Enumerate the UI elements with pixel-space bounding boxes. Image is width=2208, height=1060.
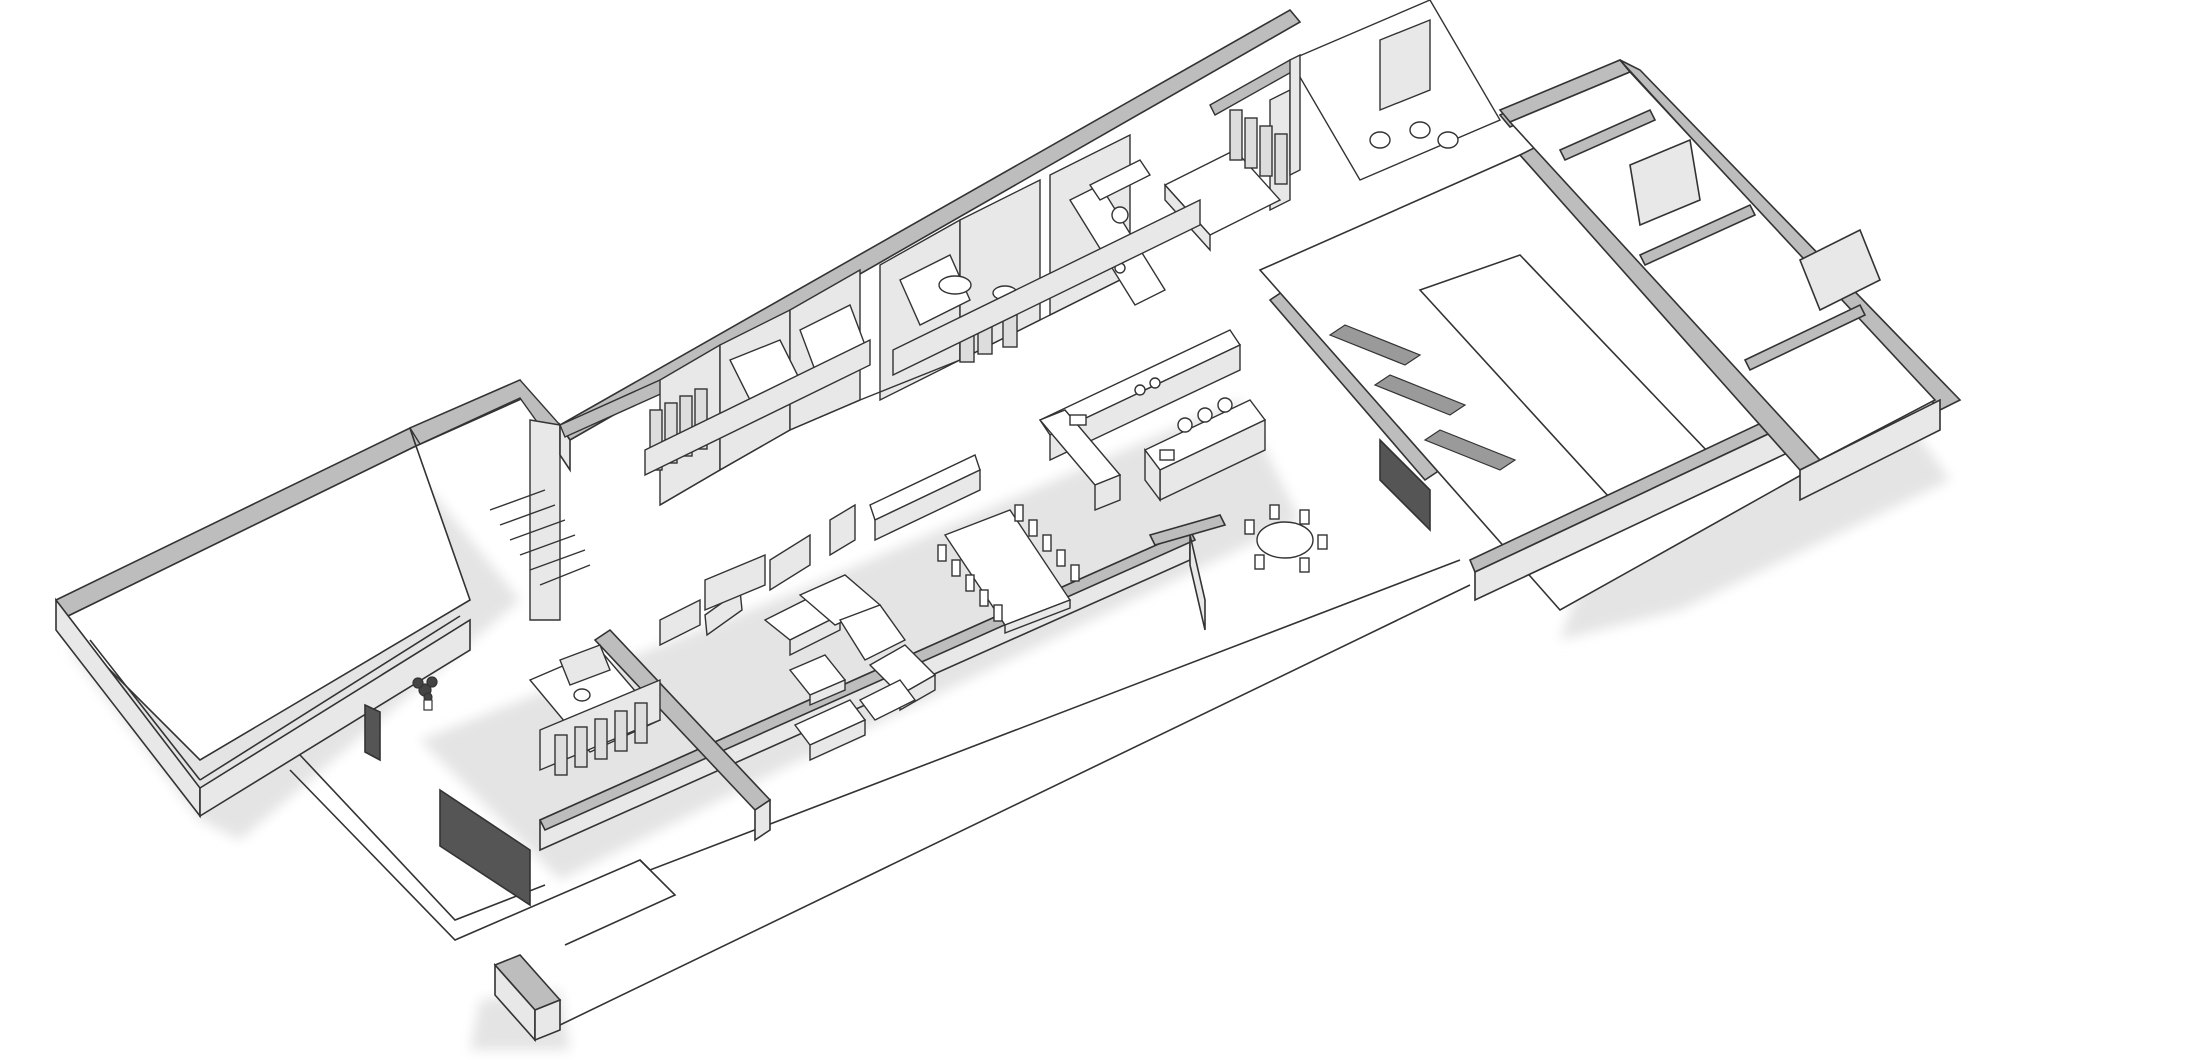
round-table-set	[1244, 504, 1328, 573]
interior-partitions	[644, 198, 1201, 647]
toilet-icon	[573, 688, 591, 702]
entry-bath	[528, 644, 662, 776]
garage-block	[54, 378, 531, 907]
planter-box	[493, 954, 562, 1043]
garage-door-panel	[364, 703, 381, 762]
sink-icon	[1369, 131, 1391, 149]
sun-lounger	[1328, 324, 1422, 366]
dining-set	[937, 504, 1080, 635]
stair	[408, 379, 591, 621]
sun-lounger	[1373, 374, 1467, 416]
garage-side-door	[439, 788, 531, 907]
pool-house	[1498, 59, 1962, 502]
sofa-module	[858, 679, 917, 721]
plant-icon	[412, 676, 438, 711]
living-sofa	[763, 574, 937, 762]
round-table-chairs	[1244, 504, 1328, 573]
sun-lounger	[1423, 429, 1517, 471]
kitchen	[1038, 329, 1267, 512]
bathtub-icon	[938, 275, 972, 295]
dining-chairs	[937, 504, 1080, 622]
round-table	[1256, 521, 1314, 559]
sun-loungers	[1328, 324, 1517, 471]
bedroom-wing	[559, 133, 1166, 507]
site-outline	[289, 559, 1471, 1026]
pool-area	[1258, 59, 1822, 612]
sofa-module	[838, 604, 907, 661]
garage-front-wall-2	[199, 618, 471, 818]
master-bedroom	[1163, 0, 1502, 252]
